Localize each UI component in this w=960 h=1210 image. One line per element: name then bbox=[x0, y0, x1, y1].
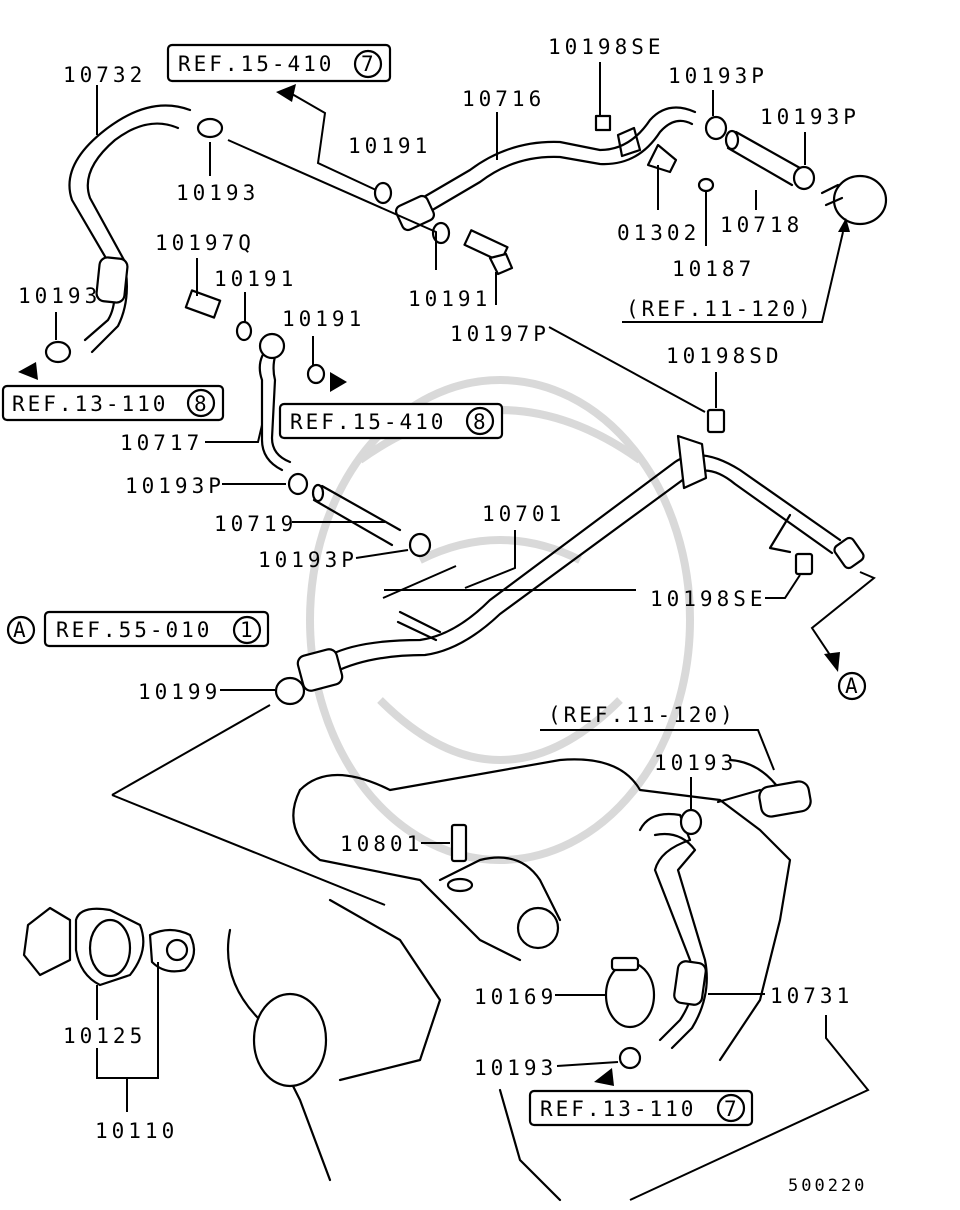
ref-text: REF.55-010 bbox=[56, 618, 212, 642]
clamp-10193-lower bbox=[679, 808, 703, 836]
part-label-10197P[interactable]: 10197P bbox=[450, 322, 550, 346]
part-label-10191-mid[interactable]: 10191 bbox=[408, 287, 491, 311]
part-label-10191-top[interactable]: 10191 bbox=[348, 134, 431, 158]
part-label-10719[interactable]: 10719 bbox=[214, 512, 297, 536]
engine-outline bbox=[226, 758, 792, 1202]
bolt-10198SE-top bbox=[594, 114, 612, 132]
ref-text: REF.13-110 bbox=[540, 1097, 696, 1121]
ref-text: REF.13-110 bbox=[12, 392, 168, 416]
pipe-10716 bbox=[394, 106, 697, 232]
clamp-10193P-a bbox=[704, 115, 728, 141]
part-number-labels: 10732 10193 10191 10716 10198SE 10193P 1… bbox=[18, 35, 860, 1143]
part-label-10716[interactable]: 10716 bbox=[462, 87, 545, 111]
ref-circle-number: 1 bbox=[240, 618, 256, 642]
ref-box-13-110-8[interactable]: REF.13-110 8 bbox=[1, 384, 225, 422]
ref-box-15-410-8[interactable]: REF.15-410 8 bbox=[278, 402, 504, 440]
part-label-10732[interactable]: 10732 bbox=[63, 63, 146, 87]
marker-a-label: A bbox=[845, 674, 858, 698]
ref-11-120-top[interactable]: (REF.11-120) bbox=[626, 297, 814, 321]
marker-a-circle[interactable]: A bbox=[837, 671, 867, 701]
part-label-10198SE-top[interactable]: 10198SE bbox=[548, 35, 665, 59]
part-label-10801[interactable]: 10801 bbox=[340, 832, 423, 856]
bolt-10197P bbox=[463, 229, 514, 276]
ref-text: REF.15-410 bbox=[290, 410, 446, 434]
gasket-10199 bbox=[274, 676, 306, 706]
part-label-10110[interactable]: 10110 bbox=[95, 1119, 178, 1143]
clamp-10193-left bbox=[44, 340, 72, 364]
clamp-10169 bbox=[604, 956, 656, 1029]
nut-10187 bbox=[697, 177, 715, 193]
part-label-10197Q[interactable]: 10197Q bbox=[155, 231, 255, 255]
part-label-10717[interactable]: 10717 bbox=[120, 431, 203, 455]
o-ring-10191-top bbox=[373, 181, 393, 205]
part-label-10193P-b[interactable]: 10193P bbox=[760, 105, 860, 129]
part-label-01302[interactable]: 01302 bbox=[617, 221, 700, 245]
ref-box-13-110-7[interactable]: REF.13-110 7 bbox=[528, 1089, 754, 1127]
bolt-10198SD bbox=[706, 408, 726, 434]
water-outlet-ref-11-120 bbox=[820, 174, 888, 226]
ref-circle-number: 8 bbox=[194, 392, 210, 416]
part-label-10193-top[interactable]: 10193 bbox=[176, 181, 259, 205]
part-label-10198SD[interactable]: 10198SD bbox=[666, 344, 783, 368]
watermark-emblem bbox=[306, 376, 694, 864]
part-label-10199[interactable]: 10199 bbox=[138, 680, 221, 704]
part-label-10198SE-mid[interactable]: 10198SE bbox=[650, 587, 767, 611]
part-label-10731[interactable]: 10731 bbox=[770, 984, 853, 1008]
arrow-ref-11-120-top bbox=[838, 218, 850, 232]
arrow-ref-15-410-8 bbox=[330, 372, 347, 392]
arrow-ref-15-410-7 bbox=[276, 84, 296, 102]
arrows bbox=[18, 84, 850, 1086]
part-label-10193-bottom[interactable]: 10193 bbox=[474, 1056, 557, 1080]
o-ring-10191-mid bbox=[431, 221, 451, 245]
ref-circle-number: 8 bbox=[473, 410, 489, 434]
part-label-10125[interactable]: 10125 bbox=[63, 1024, 146, 1048]
hose-10732 bbox=[68, 104, 192, 354]
arrow-ref-13-110-7 bbox=[594, 1068, 614, 1086]
arrow-ref-13-110-8 bbox=[18, 362, 38, 380]
ref-text: REF.15-410 bbox=[178, 52, 334, 76]
hose-10731 bbox=[638, 758, 812, 1050]
pipe-10701 bbox=[296, 434, 865, 692]
part-label-10193-left[interactable]: 10193 bbox=[18, 284, 101, 308]
clamp-10193P-c bbox=[287, 472, 309, 496]
part-label-10193P-d[interactable]: 10193P bbox=[258, 548, 358, 572]
ref-box-15-410-7[interactable]: REF.15-410 7 bbox=[166, 43, 392, 83]
part-label-10191-right[interactable]: 10191 bbox=[282, 307, 365, 331]
part-label-10193-lower[interactable]: 10193 bbox=[654, 751, 737, 775]
clamp-10193-bottom bbox=[618, 1046, 642, 1070]
ref-box-55-010-1[interactable]: A REF.55-010 1 bbox=[6, 610, 270, 648]
ref-11-120-mid[interactable]: (REF.11-120) bbox=[548, 703, 736, 727]
bolt-10197Q bbox=[184, 289, 222, 319]
bolt-10198SE-mid bbox=[794, 552, 814, 576]
sensor-10801 bbox=[446, 823, 474, 893]
pipe-10717 bbox=[258, 332, 292, 472]
part-label-10169[interactable]: 10169 bbox=[474, 985, 557, 1009]
part-label-10187[interactable]: 10187 bbox=[672, 257, 755, 281]
clamp-10193-top bbox=[196, 117, 224, 139]
arrow-marker-a bbox=[824, 652, 840, 672]
part-label-10191-left[interactable]: 10191 bbox=[214, 267, 297, 291]
ref-marker-a: A bbox=[13, 618, 26, 642]
diagram-id: 500220 bbox=[788, 1176, 867, 1196]
part-label-10193P-a[interactable]: 10193P bbox=[668, 64, 768, 88]
clamp-10193P-d bbox=[408, 532, 432, 558]
part-label-10701[interactable]: 10701 bbox=[482, 502, 565, 526]
hose-10718 bbox=[724, 129, 802, 187]
bracket-01302 bbox=[646, 143, 678, 174]
o-ring-10191-right bbox=[306, 363, 326, 385]
leader-lines bbox=[55, 62, 876, 1201]
ref-circle-number: 7 bbox=[361, 52, 377, 76]
part-label-10193P-c[interactable]: 10193P bbox=[125, 474, 225, 498]
ref-circle-number: 7 bbox=[724, 1097, 740, 1121]
part-label-10718[interactable]: 10718 bbox=[720, 213, 803, 237]
clamp-10193P-b bbox=[792, 165, 816, 191]
thermostat-housing-10125 bbox=[22, 906, 196, 987]
o-ring-10191-left bbox=[235, 320, 253, 342]
